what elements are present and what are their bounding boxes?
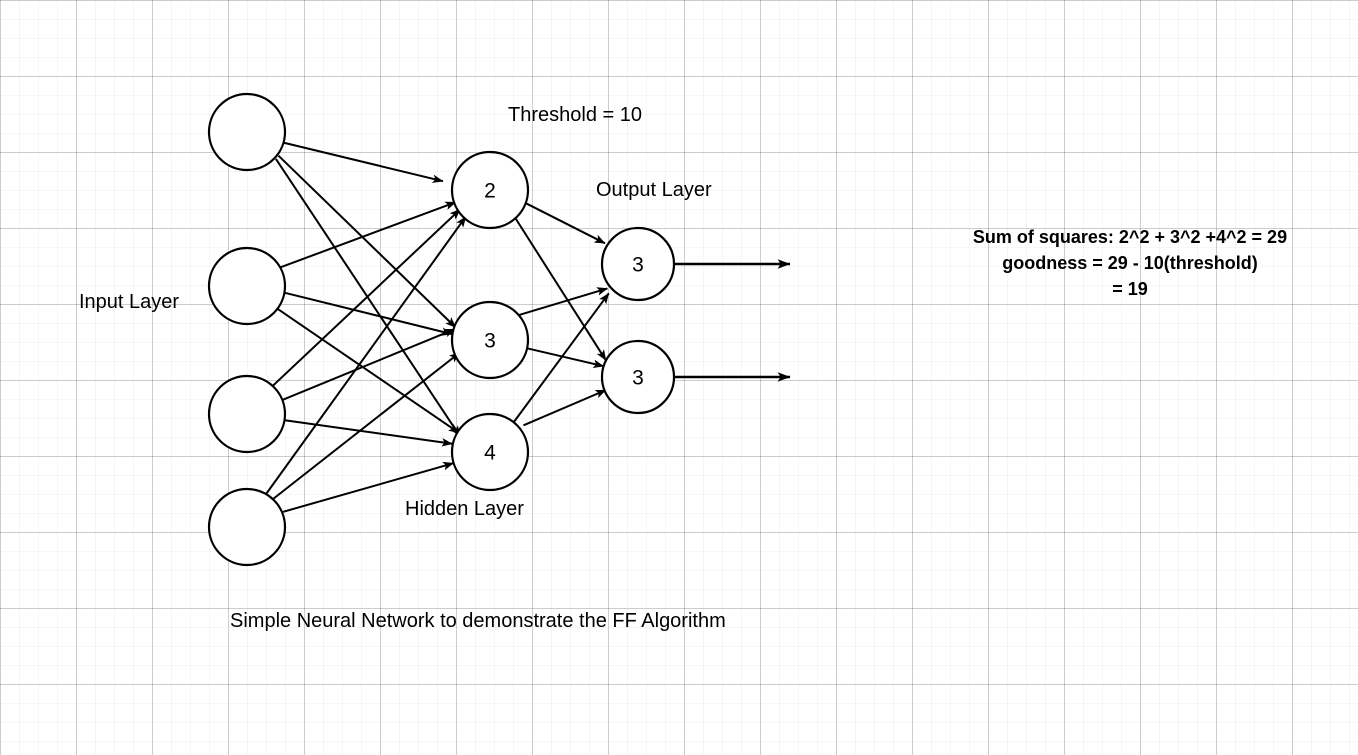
edge-in4-hid1: [265, 216, 467, 495]
edge-hid3-out2: [523, 389, 607, 427]
hidden-layer-nodes: 2 3 4: [450, 150, 530, 492]
hidden-node-3[interactable]: [450, 412, 530, 492]
output-arrows: [675, 259, 791, 382]
edge-in4-hid3: [282, 461, 455, 513]
input-layer-nodes: [207, 92, 287, 567]
input-node-3[interactable]: [207, 374, 287, 454]
output-node-2[interactable]: [600, 339, 676, 415]
annotation-line-1: Sum of squares: 2^2 + 3^2 +4^2 = 29: [972, 227, 1288, 247]
output-layer-nodes: 3 3: [600, 226, 676, 415]
threshold-label: Threshold = 10: [508, 104, 642, 126]
annotation-line-3: = 19: [1112, 279, 1148, 300]
edge-hid2-out2: [526, 347, 605, 369]
output-layer-label: Output Layer: [596, 179, 712, 201]
edge-in1-hid2: [277, 154, 457, 329]
output-node-2-value: 3: [632, 367, 644, 390]
edge-hid3-out1: [512, 292, 610, 424]
input-node-2[interactable]: [207, 246, 287, 326]
output-node-1[interactable]: [600, 226, 676, 302]
input-node-1[interactable]: [207, 92, 287, 172]
edge-in3-hid3: [284, 419, 453, 447]
edge-in4-hid2: [271, 351, 461, 501]
edge-hid2-out1: [518, 287, 608, 317]
input-layer-label: Input Layer: [79, 291, 180, 313]
edge-in1-hid3: [275, 158, 461, 437]
edges-hidden-to-output: [512, 202, 610, 427]
hidden-node-1[interactable]: [450, 150, 530, 230]
annotation-line-2: goodness = 29 - 10(threshold): [1002, 253, 1258, 274]
edge-in2-hid2: [284, 291, 453, 336]
hidden-node-2-value: 3: [484, 330, 496, 353]
edge-hid1-out1: [525, 202, 606, 245]
hidden-node-1-value: 2: [484, 180, 496, 203]
diagram-caption: Simple Neural Network to demonstrate the…: [230, 610, 726, 632]
goodness-annotation: Sum of squares: 2^2 + 3^2 +4^2 = 29 good…: [900, 224, 1358, 302]
edge-hid1-out2: [514, 217, 607, 361]
edge-in3-hid1: [272, 208, 461, 387]
edge-in3-hid2: [279, 328, 456, 402]
hidden-node-3-value: 4: [484, 442, 496, 465]
edges-input-to-hidden: [265, 141, 467, 513]
edge-in2-hid1: [280, 201, 457, 269]
input-node-4[interactable]: [207, 487, 287, 567]
hidden-layer-label: Hidden Layer: [405, 498, 524, 520]
hidden-node-2[interactable]: [450, 300, 530, 380]
edge-in1-hid1: [283, 141, 444, 183]
output-node-1-value: 3: [632, 254, 644, 277]
edge-in2-hid3: [277, 308, 460, 434]
